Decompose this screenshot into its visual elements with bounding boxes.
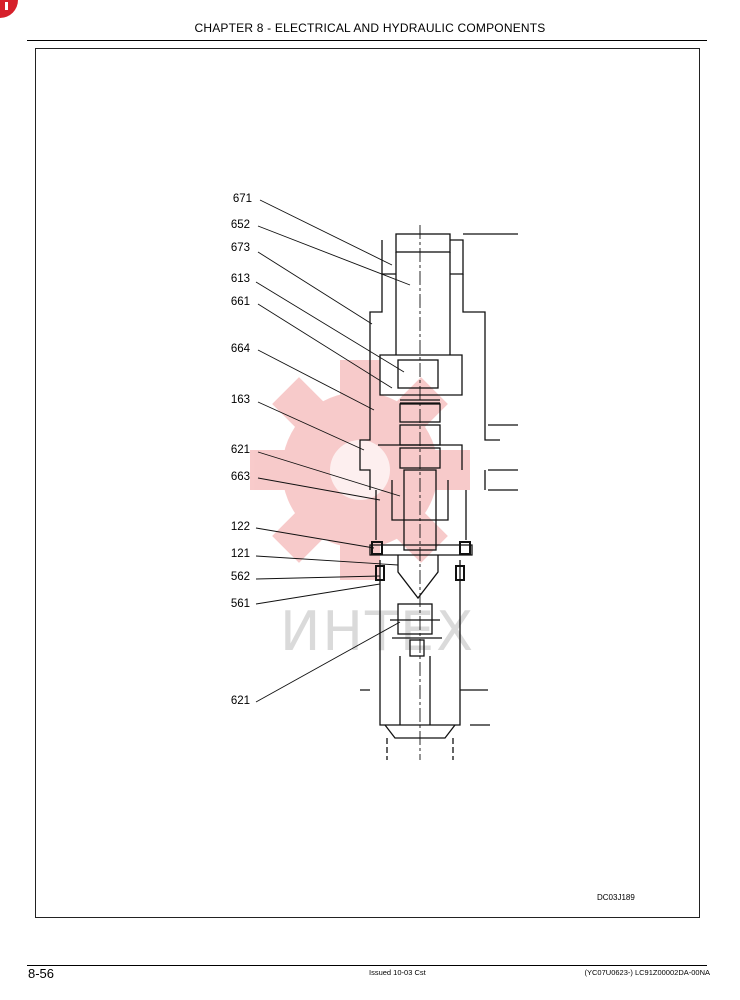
figure-id: DC03J189	[597, 893, 635, 902]
callout-label: 163	[230, 394, 250, 406]
page-number: 8-56	[28, 966, 55, 981]
footer-divider	[27, 965, 707, 966]
callout-label: 121	[230, 548, 250, 560]
callout-label: 673	[230, 242, 250, 254]
corner-tab-icon	[0, 0, 18, 18]
chapter-title: CHAPTER 8 - ELECTRICAL AND HYDRAULIC COM…	[194, 21, 546, 35]
callout-label: 661	[230, 296, 250, 308]
callout-label: 613	[230, 273, 250, 285]
callout-label: 664	[230, 343, 250, 355]
callout-label: 122	[230, 521, 250, 533]
callout-label: 561	[230, 598, 250, 610]
callout-label: 652	[230, 219, 250, 231]
header-divider	[27, 40, 707, 41]
figure-frame	[35, 48, 700, 918]
watermark-text: ИНТЕХ	[280, 600, 476, 663]
callout-label: 671	[232, 193, 252, 205]
callout-label: 621	[230, 444, 250, 456]
document-code: (YC07U0623-) LC91Z00002DA-00NA	[584, 968, 710, 977]
callout-label: 663	[230, 471, 250, 483]
callout-label: 621	[230, 695, 250, 707]
callout-label: 562	[230, 571, 250, 583]
issued-date: Issued 10-03 Cst	[369, 968, 426, 977]
